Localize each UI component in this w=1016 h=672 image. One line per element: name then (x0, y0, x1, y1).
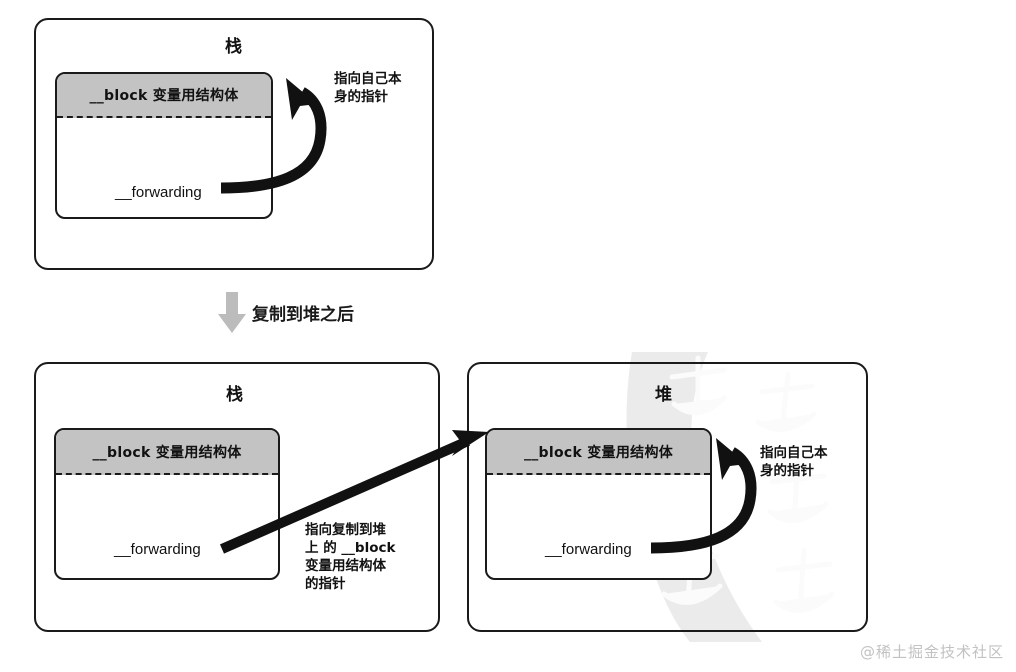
block-struct-header-label: __block 变量用结构体 (92, 444, 242, 461)
forwarding-field-heap: __forwarding (545, 541, 632, 558)
block-struct-stack-top: __block 变量用结构体 __forwarding (55, 72, 273, 219)
block-struct-stack-bottom: __block 变量用结构体 __forwarding (54, 428, 280, 580)
forwarding-field-stack-bottom: __forwarding (114, 541, 201, 558)
note-heap-pointer: 指向复制到堆 上 的 __block 变量用结构体 的指针 (305, 522, 396, 592)
block-struct-header-label: __block 变量用结构体 (523, 444, 674, 461)
note-self-pointer-top: 指向自己本 身的指针 (334, 71, 402, 105)
forwarding-field-stack-top: __forwarding (115, 184, 202, 201)
watermark-credit: @稀土掘金技术社区 (859, 643, 1004, 661)
note-self-pointer-heap: 指向自己本 身的指针 (760, 445, 828, 479)
region-label-stack-top: 栈 (225, 37, 242, 57)
block-struct-heap: __block 变量用结构体 __forwarding (485, 428, 712, 580)
region-stack-top (34, 18, 434, 270)
transition-arrow (218, 292, 246, 333)
block-struct-header-band: __block 变量用结构体 (57, 74, 271, 118)
block-struct-header-band: __block 变量用结构体 (487, 430, 710, 475)
block-struct-header-label: __block 变量用结构体 (89, 88, 239, 104)
region-label-heap-bottom: 堆 (655, 385, 672, 405)
block-struct-header-band: __block 变量用结构体 (56, 430, 278, 475)
transition-label: 复制到堆之后 (252, 305, 354, 325)
region-label-stack-bottom: 栈 (226, 385, 243, 405)
